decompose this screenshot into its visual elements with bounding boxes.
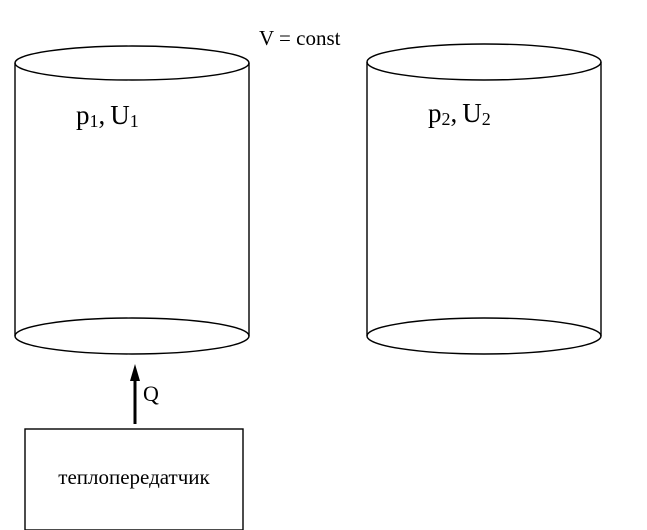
heat-label: Q [143,381,159,406]
cylinder-left-label: p1,U1 [76,100,139,131]
energy-2-symbol: U [462,98,482,128]
cylinder-left: p1,U1 [14,45,250,355]
cylinder-right: p2,U2 [366,43,602,355]
energy-2-index: 2 [482,109,491,129]
cylinder-right-bottom-ellipse [366,317,602,355]
pressure-1-index: 1 [90,111,99,131]
label-1-separator: , [99,100,106,130]
label-2-separator: , [451,98,458,128]
cylinder-left-bottom-ellipse [14,317,250,355]
heat-flow-arrow [130,364,140,424]
pressure-2-symbol: p [428,98,442,128]
heat-source-label: теплопередатчик [58,465,210,489]
cylinder-right-top-ellipse [366,43,602,81]
pressure-2-index: 2 [442,109,451,129]
energy-1-symbol: U [110,100,130,130]
constant-volume-label: V = const [259,26,341,50]
pressure-1-symbol: p [76,100,90,130]
heat-source-box: теплопередатчик [24,428,244,530]
cylinder-right-label: p2,U2 [428,98,491,129]
arrow-head-icon [130,364,140,381]
cylinder-left-top-ellipse [14,45,250,81]
heat-source-frame [24,428,244,530]
energy-1-index: 1 [130,111,139,131]
